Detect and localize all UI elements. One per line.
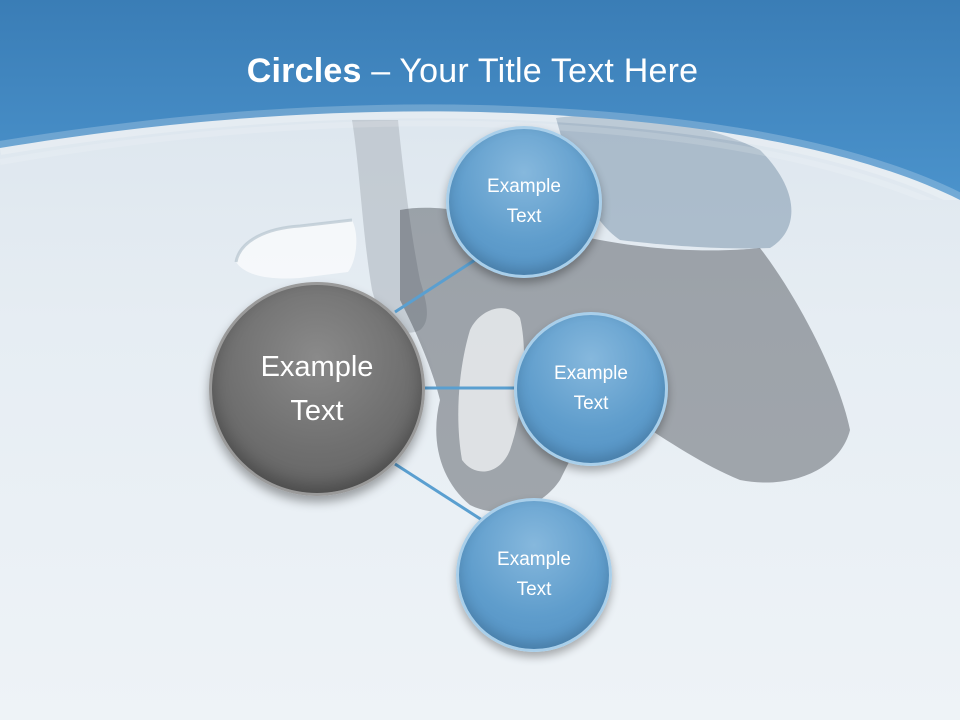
node-1-line-1: Example [487, 176, 561, 197]
title-bold: Circles [246, 52, 362, 90]
node-3-line-1: Example [497, 549, 571, 570]
node-circle-3: Example Text [456, 498, 612, 652]
node-3-line-2: Text [516, 579, 552, 600]
node-1-line-2: Text [506, 206, 542, 227]
center-line-1: Example [260, 351, 374, 383]
connector-line-1 [394, 256, 479, 314]
node-2-line-1: Example [554, 363, 628, 384]
center-line-2: Text [290, 395, 344, 427]
center-circle-label: Example Text [261, 345, 374, 433]
header-band [0, 0, 960, 200]
node-1-label: Example Text [487, 172, 561, 232]
node-circle-2: Example Text [514, 312, 668, 466]
node-2-label: Example Text [554, 359, 628, 419]
node-2-line-2: Text [573, 393, 609, 414]
node-3-label: Example Text [497, 545, 571, 605]
center-circle: Example Text [209, 282, 425, 496]
connector-line-3 [394, 462, 483, 522]
slide-title: Circles – Your Title Text Here [0, 52, 945, 91]
node-circle-1: Example Text [446, 126, 602, 278]
title-rest: – Your Title Text Here [361, 52, 699, 90]
